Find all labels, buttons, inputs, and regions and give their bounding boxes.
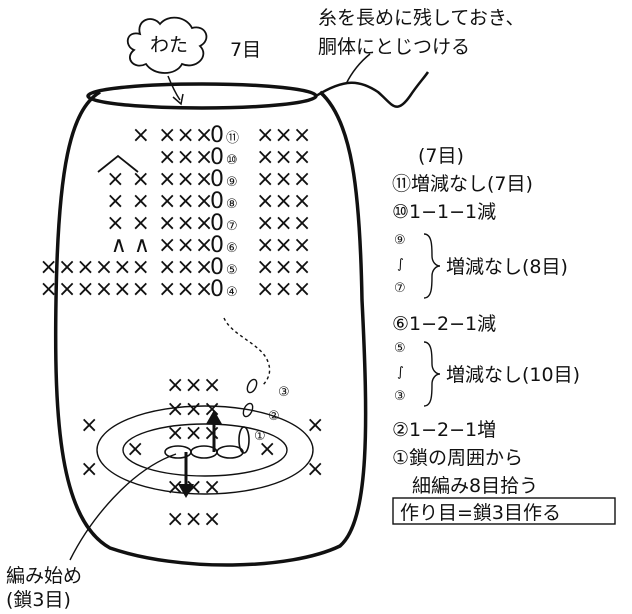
turning-chain-marks <box>242 378 258 418</box>
base-row-lower-2: ××× <box>166 507 221 532</box>
legend-range-3: ③ <box>394 389 406 404</box>
base-row-3-x: ××× <box>166 373 221 398</box>
row-mid-stitches: ××× <box>158 145 213 170</box>
legend-top-count: (7目) <box>418 145 464 167</box>
row-left-stitches: ∧ ∧ <box>111 233 150 258</box>
row-marker: ⑤ <box>226 263 238 278</box>
legend-round-11: ⑪増減なし(7目) <box>392 173 533 195</box>
row-right-stitches: ××× <box>256 233 311 258</box>
yarn-note-line1: 糸を長めに残しておき、 <box>318 7 525 29</box>
row-right-stitches: ××× <box>256 167 311 192</box>
row-left-stitches: ×××××× <box>39 277 150 302</box>
row-chain-mark: 0 <box>210 189 224 214</box>
legend-round-6: ⑥1−2−1減 <box>392 313 496 335</box>
round-1-marker: ① <box>254 429 266 444</box>
wata-arrow-line <box>167 75 181 101</box>
row-marker: ⑧ <box>226 197 238 212</box>
legend-brace-a <box>423 233 441 299</box>
row-marker: ④ <box>226 285 238 300</box>
legend-range-tilde-a: ∫ <box>397 257 404 272</box>
row-marker: ⑥ <box>226 241 238 256</box>
round-2-ring <box>96 405 314 495</box>
base-side-left-1: × <box>80 413 98 438</box>
base-row-1-x: ××× <box>166 421 221 446</box>
legend-range-7: ⑦ <box>394 281 406 296</box>
row-mid-stitches: ××× <box>158 255 213 280</box>
row-right-stitches: ××× <box>256 211 311 236</box>
stitch-count-label: 7目 <box>230 39 261 61</box>
direction-arrow-down <box>178 452 194 498</box>
row-left-stitches: × × <box>106 189 150 214</box>
row-marker: ⑪ <box>226 131 239 146</box>
row-right-stitches: ××× <box>256 123 311 148</box>
base-side-right-2: × <box>306 457 324 482</box>
legend-range-a-note: 増減なし(8目) <box>446 256 568 278</box>
base-side-right-3: × <box>258 437 276 462</box>
row-right-stitches: ××× <box>256 277 311 302</box>
base-row-lower-1: ××× <box>166 475 221 500</box>
row-chain-mark: 0 <box>210 167 224 192</box>
row-right-stitches: ××× <box>256 189 311 214</box>
yarn-note-line2: 胴体にとじつける <box>318 36 470 58</box>
row-right-stitches: ××× <box>256 145 311 170</box>
row-marker: ⑦ <box>226 219 238 234</box>
legend-foundation: 作り目=鎖3目作る <box>400 502 561 524</box>
row-mid-stitches: ××× <box>158 233 213 258</box>
wata-label: わた <box>150 34 188 56</box>
round-1-ring <box>122 423 288 477</box>
row-chain-mark: 0 <box>210 277 224 302</box>
row-mid-stitches: ××× <box>158 211 213 236</box>
round-3-marker: ③ <box>278 385 290 400</box>
legend-range-5: ⑤ <box>394 341 406 356</box>
decrease-symbol <box>97 154 139 173</box>
start-label-line2: (鎖3目) <box>6 589 71 611</box>
start-label-line1: 編み始め <box>6 565 82 587</box>
row-chain-mark: 0 <box>210 233 224 258</box>
legend-round-10: ⑩1−1−1減 <box>392 201 496 223</box>
wata-cloud <box>126 16 208 74</box>
row-chain-mark: 0 <box>210 123 224 148</box>
legend-range-tilde-b: ∫ <box>397 365 404 380</box>
yarn-tail <box>315 71 430 108</box>
wata-arrow-head <box>172 93 184 106</box>
row-right-stitches: ××× <box>256 255 311 280</box>
foundation-chain <box>164 426 250 459</box>
row-chain-mark: 0 <box>210 145 224 170</box>
direction-arrow-up <box>206 410 222 452</box>
row-left-stitches: ×××××× <box>39 255 150 280</box>
base-side-right-1: × <box>306 413 324 438</box>
legend-range-9: ⑨ <box>394 233 406 248</box>
top-opening-ring <box>86 82 318 110</box>
foundation-box <box>392 497 616 525</box>
row-mid-stitches: ××× <box>158 167 213 192</box>
row-marker: ⑨ <box>226 175 238 190</box>
row-mid-stitches: ××× <box>158 277 213 302</box>
base-side-left-3: × <box>126 437 144 462</box>
row-mid-stitches: ××× <box>158 123 213 148</box>
row-left-stitches: × <box>132 123 150 148</box>
row-left-stitches: × × <box>106 167 150 192</box>
row-left-stitches: × × <box>106 211 150 236</box>
row-marker: ⑩ <box>226 153 238 168</box>
start-pointer-line <box>69 453 177 561</box>
row-mid-stitches: ××× <box>158 189 213 214</box>
round-legend: (7目) ⑪増減なし(7目) ⑩1−1−1減 ⑨ ∫ ⑦ 増減なし(8目) ⑥1… <box>392 145 616 525</box>
round-connector <box>223 317 271 387</box>
legend-round-1-line2: 細編み8目拾う <box>412 475 538 497</box>
base-side-left-2: × <box>80 457 98 482</box>
legend-brace-b <box>423 341 441 407</box>
legend-round-1-line1: ①鎖の周囲から <box>392 447 523 469</box>
row-chain-mark: 0 <box>210 211 224 236</box>
legend-round-2: ②1−2−1増 <box>392 419 496 441</box>
round-2-marker: ② <box>268 409 280 424</box>
row-chain-mark: 0 <box>210 255 224 280</box>
legend-range-b-note: 増減なし(10目) <box>446 364 580 386</box>
body-outline <box>53 90 368 567</box>
yarn-pointer-line <box>345 53 371 85</box>
